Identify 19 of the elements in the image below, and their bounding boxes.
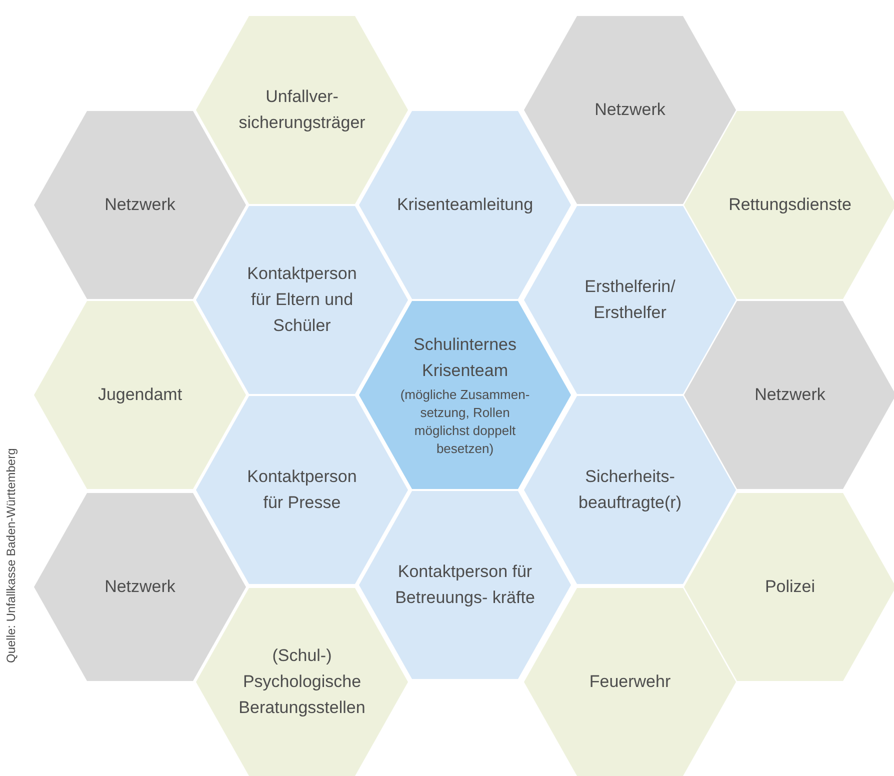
- tile-label: Schulinternes Krisenteam: [412, 334, 518, 382]
- tile-label: Kontaktperson für Betreuungs- kräfte: [395, 561, 535, 609]
- tile-note: (mögliche Zusammen- setzung, Rollen möglichst doppelt besetzen): [399, 386, 531, 458]
- tile-label: Jugendamt: [96, 384, 184, 406]
- tile-label: Sicherheits- beauftragte(r): [578, 466, 682, 514]
- tile-label: (Schul-) Psychologische Beratungsstellen: [238, 645, 366, 719]
- tile-label: Polizei: [764, 576, 816, 598]
- tile-label: Netzwerk: [104, 576, 176, 598]
- tile-label: Netzwerk: [754, 384, 826, 406]
- tile-label: Unfallver- sicherungsträger: [238, 86, 366, 134]
- tile-label: Krisenteamleitung: [396, 194, 534, 216]
- tile-label: Kontaktperson für Eltern und Schüler: [246, 263, 358, 337]
- source-note: Quelle: Unfallkasse Baden-Württemberg: [4, 448, 18, 663]
- tile-label: Rettungsdienste: [728, 194, 852, 216]
- tile-label: Ersthelferin/ Ersthelfer: [584, 276, 676, 324]
- tile-label: Netzwerk: [594, 99, 666, 121]
- tile-label: Kontaktperson für Presse: [246, 466, 358, 514]
- tile-label: Netzwerk: [104, 194, 176, 216]
- tile-label: Feuerwehr: [588, 671, 672, 693]
